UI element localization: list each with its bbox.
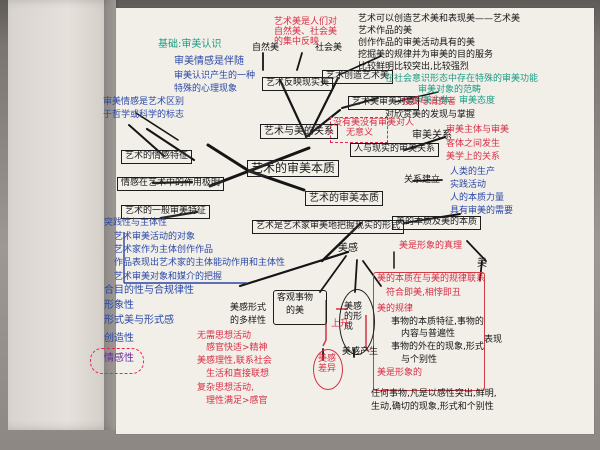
bottom-left-item3: 美感理性,联系社会	[197, 356, 272, 366]
of-beauty-label: 的美	[286, 306, 305, 316]
upward-label: 上升	[331, 319, 350, 329]
bottom-left-item1: 无需思想活动	[197, 331, 252, 341]
bottom-left-item4: 生活和直接联想	[206, 369, 270, 379]
emotion-role-box: 情感在艺术中的作用极明	[117, 177, 225, 191]
pink-note-line1: 没有美没有审美对人	[333, 118, 415, 128]
bottom-right-item2: 符合即美,相悖即丑	[386, 288, 461, 298]
social-beauty: 社会美	[315, 43, 343, 53]
beauty-truth: 美是形象的真理	[399, 241, 463, 251]
form-label: 美感形式	[230, 303, 267, 313]
feeling-node: 美感	[338, 243, 358, 254]
bottom-left-item6: 理性满足>感官	[206, 396, 268, 406]
aesthetic-relation-label: 审美关系	[412, 130, 452, 141]
bottom-left-item5: 复杂思想活动,	[197, 383, 254, 393]
top-left-line2: 审美认识产生的一种	[174, 71, 256, 81]
aesthetic-difference-label: 美感差异	[318, 354, 337, 374]
left-list-item9: 创造性	[104, 333, 134, 344]
left-list-item10: 情感性	[104, 353, 134, 364]
left-list-item2: 艺术审美活动的对象	[114, 232, 196, 242]
emotion-oval	[90, 348, 144, 374]
pink-note-line2: 无意义	[346, 128, 374, 138]
mind-map-page	[116, 8, 594, 434]
aesthetic-object-box: 艺术美审美对象	[348, 96, 420, 110]
natural-beauty: 自然美	[252, 43, 280, 53]
top-right-list-line4: 挖掘美的规律并为审美的目的服务	[358, 50, 494, 60]
left-list-item7: 形象性	[104, 300, 134, 311]
objective-beauty-frame	[273, 290, 327, 325]
bottom-right-item8: 美是形象的	[377, 368, 423, 378]
left-mid-line1: 审美情感是艺术区别	[103, 97, 185, 107]
general-feature-box: 艺术的一般审美特征	[121, 205, 211, 219]
left-list-item3: 艺术家作为主体创作作品	[114, 245, 214, 255]
top-right-green-line1: 在社会意识形态中存在特殊的审美功能	[385, 74, 539, 84]
aesthetic-formation-label: 美感的形成	[344, 302, 363, 332]
top-right-green-line3: 审美主体、审美态度	[414, 96, 496, 106]
bottom-right-item1: 美的本质在与美的规律联系	[377, 274, 486, 284]
right-list-item4: 具有审美的需要	[450, 206, 514, 216]
bottom-right-item11: 生动,确切的现象,形式和个别性	[371, 402, 494, 412]
central-topic: 艺术的审美本质	[247, 160, 340, 178]
essential-box: 美的本质及美的本质	[392, 216, 482, 230]
top-right-list-line5: 比较鲜明比较突出,比较强烈	[358, 62, 469, 72]
bottom-right-item6: 事物的外在的现象,形式	[391, 342, 484, 352]
top-left-line1: 审美情感是伴随	[174, 56, 244, 67]
top-right-green-line2: 审美对象的范畴	[418, 85, 482, 95]
aesthetic-essence-box: 艺术的审美本质	[305, 191, 383, 206]
pink-note-frame	[330, 117, 388, 143]
top-left-line3: 特殊的心理现象	[174, 84, 238, 94]
create-box: 艺术创造艺术美	[322, 70, 394, 84]
practice-note: 对欣赏美的发现与掌握	[385, 110, 476, 120]
left-list-item8: 形式美与形式感	[104, 315, 174, 326]
objective-label: 客观事物	[277, 293, 314, 303]
aesthetic-formation-oval	[339, 289, 375, 355]
right-list-item2: 实践活动	[450, 180, 487, 190]
left-list-item5: 艺术审美对象和媒介的把握	[114, 272, 223, 282]
subject-object-line2: 客体之间发生	[446, 139, 501, 149]
left-list-item6: 合目的性与合规律性	[104, 285, 194, 296]
emotion-feature-box: 艺术的情感特征	[121, 150, 193, 164]
top-right-list-line2: 艺术作品的美	[358, 26, 413, 36]
art-beauty-relation-box: 艺术与美的关系	[260, 124, 338, 139]
right-list-item3: 人的本质力量	[450, 193, 505, 203]
bottom-right-item9: 表现	[484, 335, 503, 345]
left-list-item4: 作品表现出艺术家的主体能动作用和主体性	[114, 258, 286, 268]
bottom-right-item5: 内容与普遍性	[401, 329, 456, 339]
aesthetic-difference-oval	[313, 349, 343, 390]
top-right-list-line3: 创作作品的审美活动具有的美	[358, 38, 476, 48]
top-pink-note: 艺术美是人们对自然美、社会美的集中反映	[274, 17, 338, 47]
left-mid-line2: 于哲学或科学的标志	[103, 110, 185, 120]
variety-label: 的多样性	[230, 316, 267, 326]
consumer-note: 接受与消费者	[402, 97, 457, 107]
bottom-right-item3: 美的规律	[377, 304, 414, 314]
bottom-right-item7: 与个别性	[401, 355, 438, 365]
bottom-right-item4: 事物的本质特征,事物的	[391, 317, 484, 327]
top-left-heading: 基础:审美认识	[158, 39, 222, 50]
bottom-left-item2: 感官快适>精神	[206, 343, 268, 353]
reflect-box: 艺术反映现实美	[262, 77, 334, 91]
subject-object-line1: 审美主体与审美	[446, 125, 510, 135]
establish-label: 关系建立	[404, 175, 441, 185]
right-list-item1: 人类的生产	[450, 167, 496, 177]
top-right-list-line1: 艺术可以创造艺术美和表现美——艺术美	[358, 14, 521, 24]
expression-box: 艺术是艺术家审美地把握现实的形式	[252, 220, 405, 234]
beauty-node: 美	[477, 258, 487, 269]
human-reality-box: 人与现实的审美关系	[350, 143, 440, 157]
bottom-right-item10: 任何事物,凡是以感性突出,鲜明,	[371, 389, 497, 399]
left-list-item1: 突践性与主体性	[104, 218, 168, 228]
subject-object-line3: 美学上的关系	[446, 152, 501, 162]
aesthetic-generation-label: 美感产生	[342, 347, 379, 357]
book-spine-shadow	[104, 0, 118, 430]
